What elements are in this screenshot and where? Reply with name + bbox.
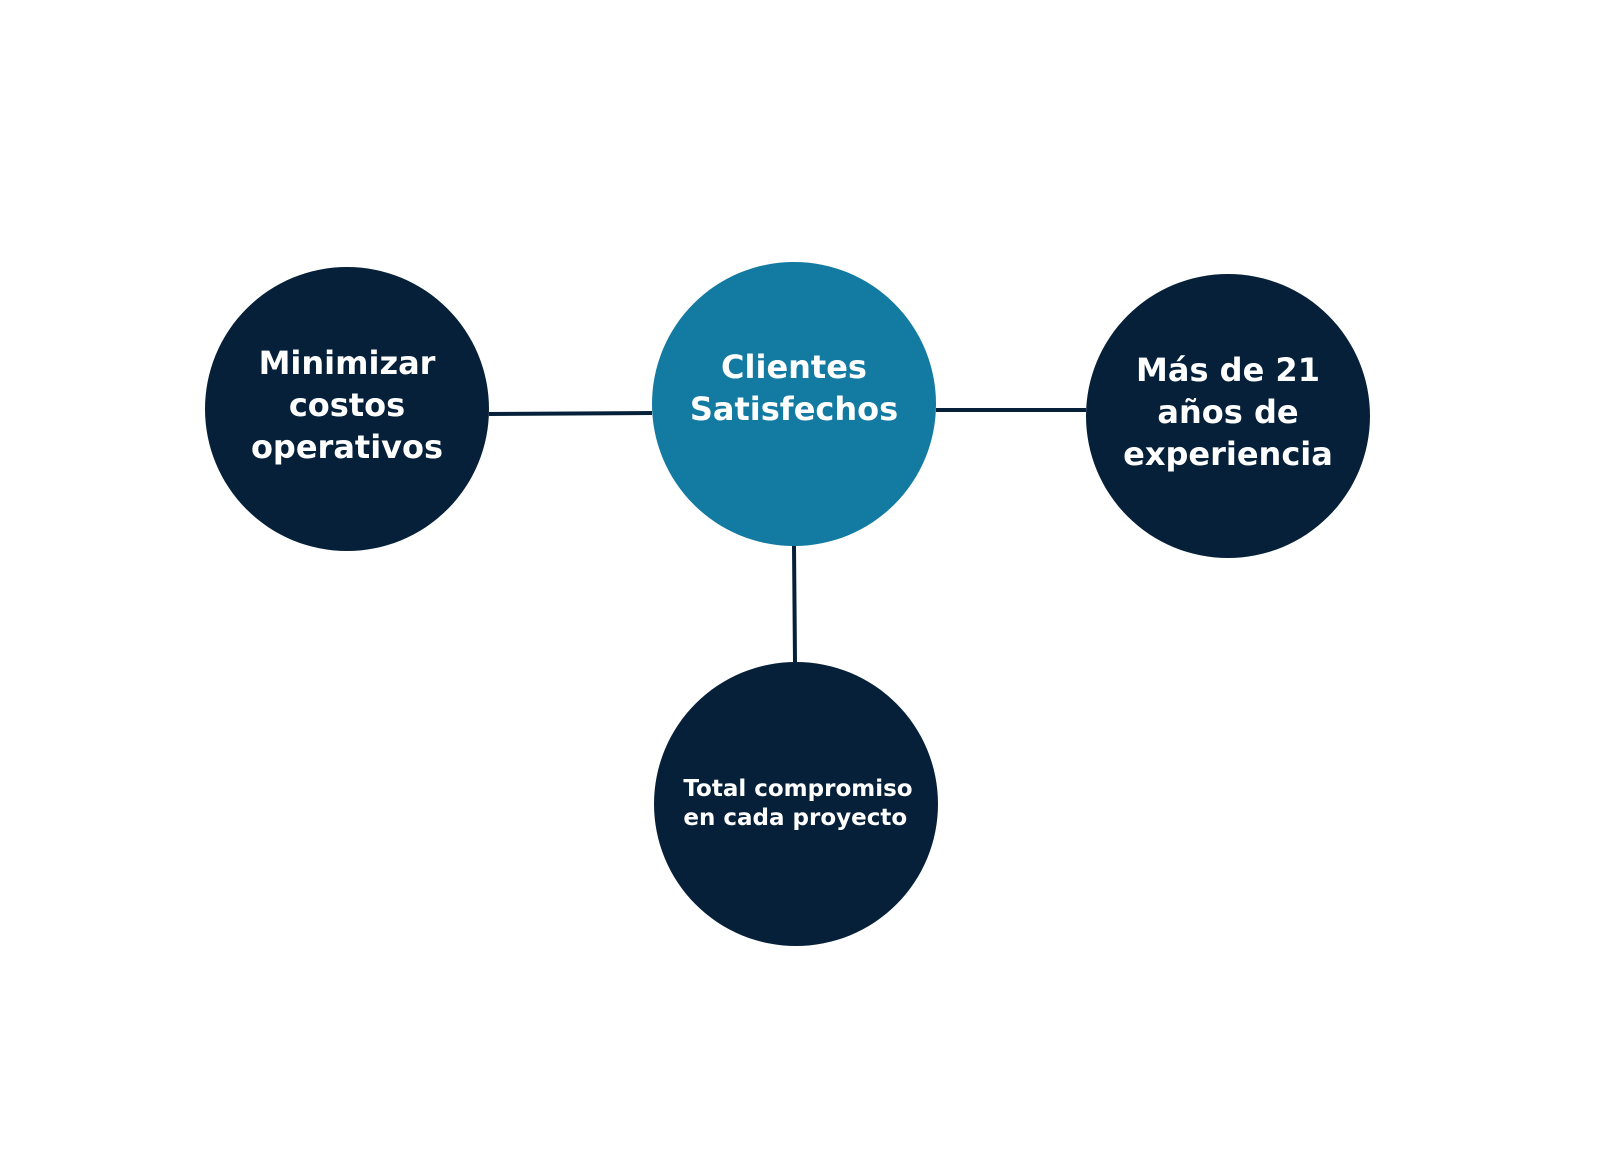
node-clientes-satisfechos: Clientes Satisfechos [652, 262, 936, 546]
node-experiencia: Más de 21 años de experiencia [1086, 274, 1370, 558]
node-label: Más de 21 años de experiencia [1123, 351, 1333, 473]
connector-left [488, 411, 653, 416]
connector-bottom [792, 545, 797, 663]
node-minimizar-costos: Minimizar costos operativos [205, 267, 489, 551]
node-label: Total compromiso en cada proyecto [683, 776, 913, 831]
node-label: Clientes Satisfechos [689, 348, 899, 428]
node-total-compromiso: Total compromiso en cada proyecto [654, 662, 938, 946]
node-label: Minimizar costos operativos [250, 344, 444, 466]
